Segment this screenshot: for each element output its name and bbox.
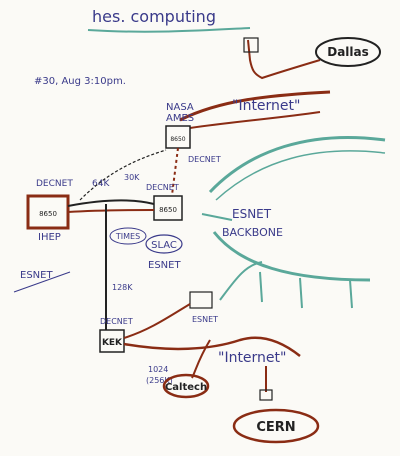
decnet-kek-label: DECNET: [100, 317, 133, 326]
date-note: #30, Aug 3:10pm.: [34, 76, 126, 87]
speed-64k: 64K: [92, 179, 110, 189]
cern-oval: [232, 408, 320, 444]
times2-label: TIMES: [115, 232, 140, 241]
title-underline: [87, 27, 251, 33]
internet-top-curve-a: [179, 90, 331, 122]
ihep-slac-link: [67, 199, 155, 207]
caltech-label: Caltech: [165, 382, 207, 393]
esnet-small-box: [189, 291, 213, 309]
speed-256k: (256K): [146, 376, 173, 385]
speed-128k: 128K: [112, 283, 133, 292]
cern-connector-box: [259, 389, 273, 401]
caltech-oval: [162, 373, 210, 399]
esnet-box-link: [219, 261, 263, 301]
nasa-ames-box-label: 8650: [170, 136, 185, 143]
nasa-ames-label-1: NASA: [166, 102, 194, 113]
decnet-ames-label: DECNET: [188, 155, 221, 164]
sketch-title: hes. computing: [92, 7, 216, 26]
internet-top-label: "Internet": [232, 98, 300, 114]
esnet-bottom-label: ESNET: [192, 315, 218, 324]
slac-box-label: 8650: [159, 206, 177, 214]
ihep-slac-link-red: [67, 209, 155, 213]
dallas-connector-box: [243, 37, 259, 53]
esnet-backbone-arc-outer: [208, 136, 386, 194]
cern-label: CERN: [256, 420, 295, 435]
esnet-mid-label: ESNET: [148, 260, 181, 271]
ames-slac-dashed: [171, 147, 179, 196]
times2-oval: [109, 227, 147, 245]
slac-box: [153, 195, 183, 221]
internet-bottom-curve: [123, 336, 301, 357]
internet-top-curve-b: [189, 111, 321, 129]
dallas-label: Dallas: [327, 45, 369, 59]
internet-bottom-label: "Internet": [218, 350, 286, 366]
esnet-backbone-link: [201, 213, 233, 221]
ihep-ames-dashed: [79, 149, 167, 201]
ihep-box-label: 8650: [39, 210, 57, 218]
nasa-ames-label-2: AMES: [166, 113, 194, 124]
caltech-link: [191, 339, 211, 379]
esnet-backbone-spurs: [259, 271, 353, 309]
dallas-link: [247, 39, 321, 80]
decnet-slac-label: DECNET: [146, 183, 179, 192]
kek-box-label: KEK: [102, 338, 123, 348]
esnet-main-label: ESNET: [232, 207, 272, 221]
kek-esnet-link: [123, 303, 191, 339]
speed-1024: 1024: [148, 365, 168, 374]
esnet-backbone-arc-inner: [215, 150, 386, 201]
kek-box: [99, 329, 125, 353]
slac-oval: [145, 234, 183, 254]
ihep-label: IHEP: [38, 232, 61, 243]
esnet-backbone-label: BACKBONE: [222, 226, 283, 239]
decnet-top-label: DECNET: [36, 179, 73, 189]
slac-label: SLAC: [151, 240, 177, 251]
dallas-oval: [315, 37, 381, 67]
esnet-left-underline: [13, 271, 71, 293]
esnet-backbone-arc-lower: [212, 231, 371, 282]
speed-30k: 30K: [124, 173, 140, 182]
esnet-left-label: ESNET: [20, 270, 53, 281]
